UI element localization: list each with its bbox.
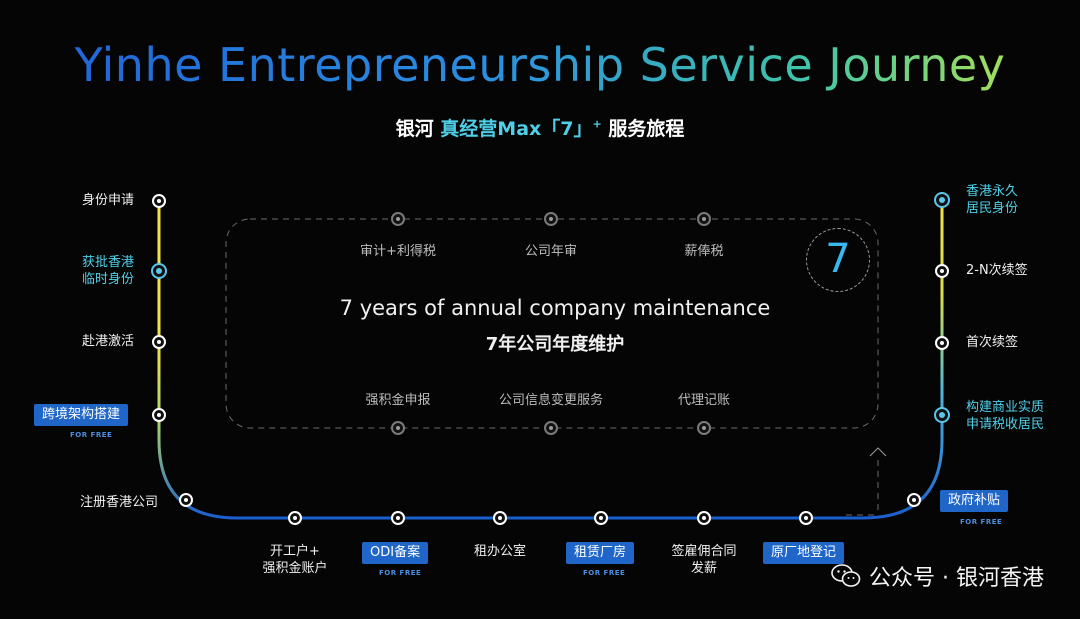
right-node-2 xyxy=(935,264,949,278)
bottom-step-5-tag: 租赁厂房 xyxy=(566,542,635,564)
maint-bottom-label-1: 强积金申报 xyxy=(365,393,431,408)
bottom-node-6 xyxy=(697,511,711,525)
for-free-badge: FOR FREE xyxy=(70,431,113,439)
maint-bottom-label-2: 公司信息变更服务 xyxy=(498,393,604,408)
bottom-node-2 xyxy=(288,511,302,525)
left-node-3 xyxy=(152,335,166,349)
maint-top-node-1 xyxy=(391,212,405,226)
right-node-1 xyxy=(934,192,950,208)
wechat-watermark: 公众号 · 银河香港 xyxy=(831,560,1044,592)
bottom-step-8-tag: 政府补贴 xyxy=(940,490,1009,512)
for-free-badge: FOR FREE xyxy=(583,569,626,577)
right-step-1-label: 香港永久居民身份 xyxy=(966,184,1019,216)
left-step-3-label: 赴港激活 xyxy=(81,334,134,349)
maint-bottom-node-3 xyxy=(697,421,711,435)
maint-bottom-node-2 xyxy=(544,421,558,435)
right-node-4 xyxy=(934,407,950,423)
left-node-4 xyxy=(152,408,166,422)
page-title: Yinhe Entrepreneurship Service Journey xyxy=(0,38,1080,92)
left-node-2 xyxy=(151,263,167,279)
right-step-2-label: 2-N次续签 xyxy=(966,263,1028,278)
maint-bottom-node-1 xyxy=(391,421,405,435)
seven-badge: 7 xyxy=(806,228,870,292)
wechat-icon xyxy=(831,564,861,587)
maint-top-node-2 xyxy=(544,212,558,226)
account-name: 公众号 · 银河香港 xyxy=(869,566,1044,591)
bottom-node-3 xyxy=(391,511,405,525)
right-step-4-label: 构建商业实质申请税收居民 xyxy=(966,400,1045,432)
maint-top-label-2: 公司年审 xyxy=(524,244,578,259)
maintenance-title-cn: 7年公司年度维护 xyxy=(485,334,625,355)
maintenance-title-en: 7 years of annual company maintenance xyxy=(339,296,771,320)
for-free-badge: FOR FREE xyxy=(960,518,1003,526)
for-free-badge: FOR FREE xyxy=(379,569,422,577)
left-step-2-label: 获批香港临时身份 xyxy=(81,255,134,287)
bottom-node-4 xyxy=(493,511,507,525)
bottom-node-8 xyxy=(907,493,921,507)
bottom-node-7 xyxy=(799,511,813,525)
bottom-step-6-label: 签雇佣合同发薪 xyxy=(671,544,737,576)
maint-top-label-3: 薪俸税 xyxy=(684,244,724,259)
left-step-1-label: 身份申请 xyxy=(81,193,134,208)
bottom-step-1-label: 注册香港公司 xyxy=(79,495,158,510)
maint-top-node-3 xyxy=(697,212,711,226)
bottom-step-3-tag: ODI备案 xyxy=(362,542,429,564)
maint-top-label-1: 审计+利得税 xyxy=(360,244,436,259)
bottom-step-4-label: 租办公室 xyxy=(473,544,527,559)
maint-bottom-label-3: 代理记账 xyxy=(677,393,731,408)
bottom-step-2-label: 开工户+强积金账户 xyxy=(262,544,328,576)
right-node-3 xyxy=(935,336,949,350)
bottom-step-7-tag: 原厂地登记 xyxy=(763,542,845,564)
page-subtitle: 银河 真经营Max「7」+ 服务旅程 xyxy=(395,117,685,140)
left-step-4-tag: 跨境架构搭建 xyxy=(34,404,129,426)
left-node-1 xyxy=(152,194,166,208)
right-line xyxy=(862,200,944,520)
bottom-node-1 xyxy=(179,493,193,507)
right-step-3-label: 首次续签 xyxy=(966,335,1019,350)
bottom-node-5 xyxy=(594,511,608,525)
left-line xyxy=(157,200,238,520)
